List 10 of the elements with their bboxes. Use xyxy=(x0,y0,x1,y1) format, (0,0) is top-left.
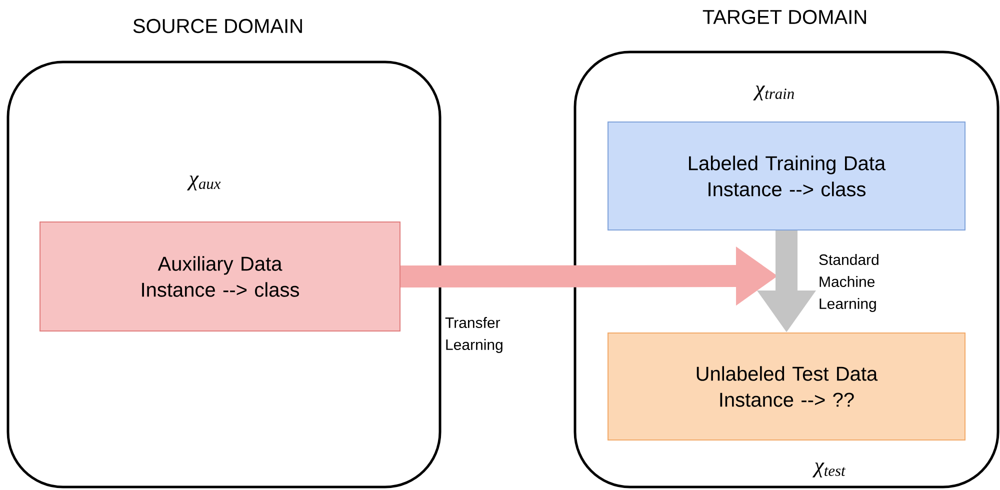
data-box: Labeled Training Data Instance --> class xyxy=(608,122,966,230)
edge-label: Transfer Learning xyxy=(445,317,502,353)
edge-label: Standard Machine Learning xyxy=(819,254,878,312)
set-symbol: χ$_{aux}$ xyxy=(187,176,221,190)
data-box: Auxiliary Data Instance --> class xyxy=(40,222,400,332)
data-box: Unlabeled Test Data Instance --> ?? xyxy=(608,332,966,440)
set-symbol: χ$_{train}$ xyxy=(753,86,794,100)
set-symbol: χ$_{test}$ xyxy=(812,462,846,478)
domain-heading: SOURCE DOMAIN xyxy=(133,18,302,34)
domain-heading: TARGET DOMAIN xyxy=(702,10,866,24)
